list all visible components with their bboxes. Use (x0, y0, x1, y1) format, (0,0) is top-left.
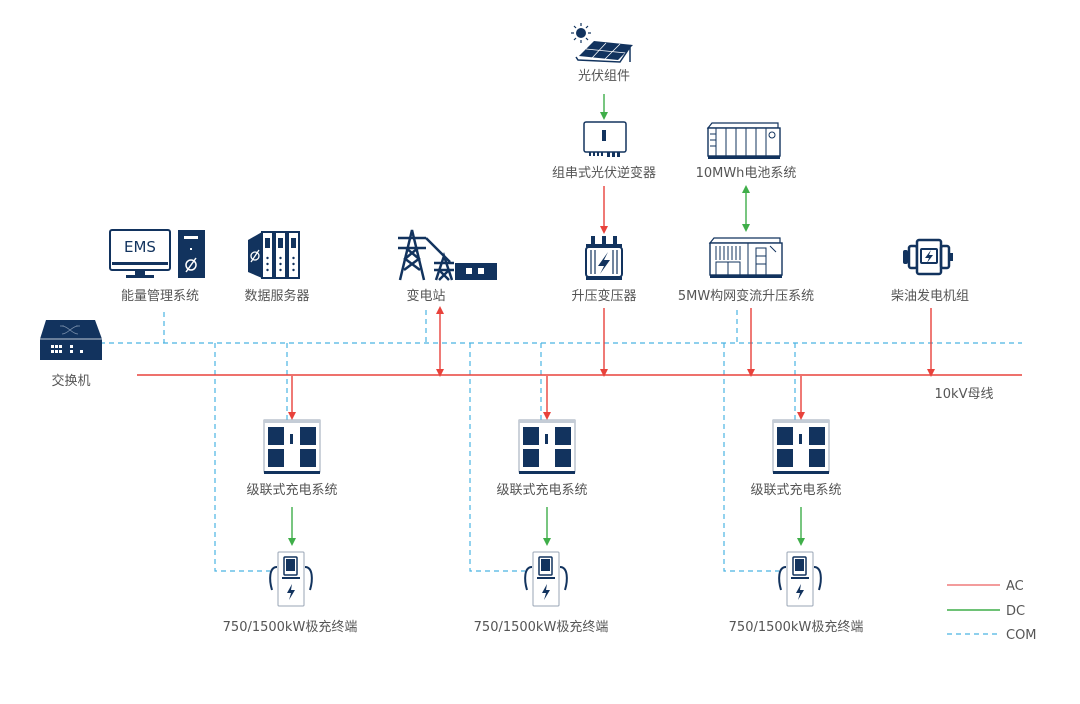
data-server-label: 数据服务器 (244, 288, 309, 304)
charging-terminal-label: 750/1500kW极充终端 (729, 619, 864, 635)
battery-label: 10MWh电池系统 (696, 166, 797, 181)
charging-cabinet-icon (772, 419, 830, 474)
battery-node: 10MWh电池系统 (696, 122, 797, 181)
com-terminal-1 (214, 343, 270, 572)
substation-building-icon (455, 263, 497, 280)
legend-item-com: COM (947, 628, 1037, 643)
ems-computer-icon: EMS (109, 229, 205, 278)
switch-label: 交换机 (51, 373, 90, 389)
pcs-label: 5MW构网变流升压系统 (678, 288, 814, 304)
server-rack-icon (248, 231, 300, 279)
pv-module-label: 光伏组件 (578, 69, 630, 84)
legend-label-dc: DC (1006, 604, 1025, 619)
charging-system-label: 级联式充电系统 (750, 482, 841, 498)
legend-label-ac: AC (1006, 579, 1024, 594)
charging-terminal-label: 750/1500kW极充终端 (223, 619, 358, 635)
com-lines (100, 310, 1022, 572)
legend-item-dc: DC (947, 604, 1025, 619)
substation-label: 变电站 (406, 288, 445, 304)
charging-terminal-label: 750/1500kW极充终端 (474, 619, 609, 635)
data-server-node: 数据服务器 (244, 231, 310, 304)
solar-panel-icon (571, 23, 633, 63)
pcs-container-icon (708, 237, 783, 278)
string-inverter-node: 组串式光伏逆变器 (552, 121, 656, 181)
diesel-generator-label: 柴油发电机组 (891, 288, 969, 304)
charging-cabinet-icon (518, 419, 576, 474)
pcs-node: 5MW构网变流升压系统 (678, 237, 814, 304)
legend: AC DC COM (947, 579, 1037, 643)
dc-lines (288, 94, 805, 546)
inverter-icon (583, 121, 627, 157)
generator-icon (903, 238, 953, 276)
ems-label: 能量管理系统 (121, 289, 199, 304)
charging-terminal-icon (524, 551, 568, 607)
charging-system-label: 级联式充电系统 (496, 482, 587, 498)
battery-container-icon (706, 122, 781, 159)
diesel-generator-node: 柴油发电机组 (891, 238, 969, 304)
pv-module-node: 光伏组件 (571, 23, 633, 84)
step-up-transformer-node: 升压变压器 (571, 236, 637, 304)
charging-system-1: 级联式充电系统 750/1500kW极充终端 (223, 419, 358, 635)
transformer-label: 升压变压器 (571, 288, 636, 304)
substation-node: 变电站 (398, 229, 497, 304)
charging-terminal-icon (269, 551, 313, 607)
power-tower-icon (398, 229, 454, 281)
legend-label-com: COM (1006, 628, 1037, 643)
switch-node: 交换机 (40, 320, 102, 389)
ac-lines (137, 186, 1022, 420)
ems-node: EMS 能量管理系统 (109, 229, 205, 304)
charging-system-3: 级联式充电系统 750/1500kW极充终端 (729, 419, 864, 635)
bus-label: 10kV母线 (935, 387, 994, 402)
com-terminal-3 (723, 343, 779, 572)
com-terminal-2 (469, 343, 525, 572)
transformer-icon (585, 236, 623, 280)
charging-cabinet-icon (263, 419, 321, 474)
charging-system-2: 级联式充电系统 750/1500kW极充终端 (474, 419, 609, 635)
string-inverter-label: 组串式光伏逆变器 (552, 165, 656, 181)
charging-terminal-icon (778, 551, 822, 607)
legend-item-ac: AC (947, 579, 1024, 594)
network-switch-icon (40, 320, 102, 360)
ems-screen-text: EMS (124, 238, 156, 256)
charging-system-label: 级联式充电系统 (246, 482, 337, 498)
